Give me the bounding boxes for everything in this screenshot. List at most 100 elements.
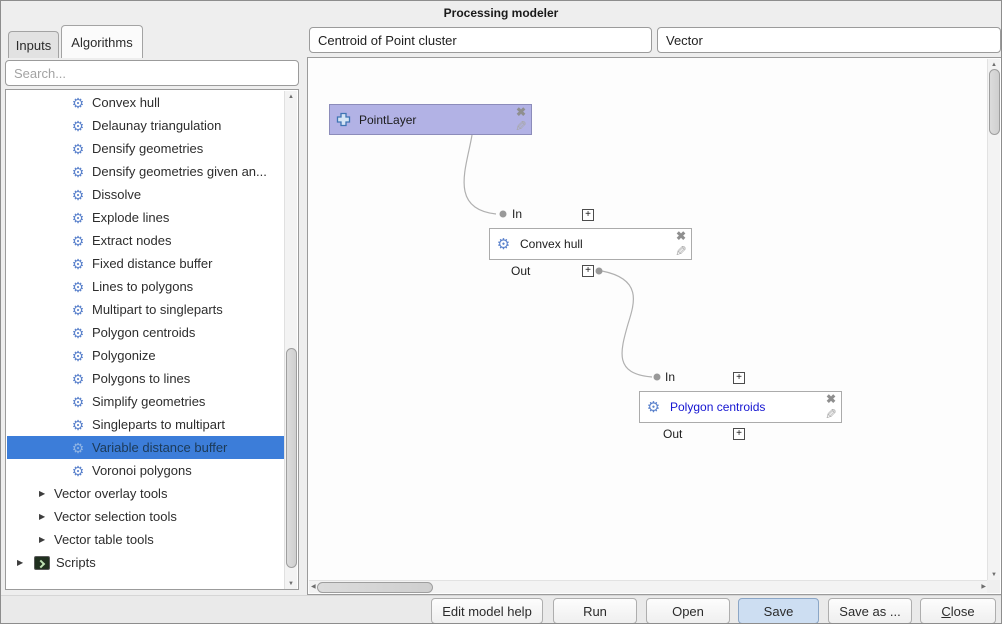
canvas-horizontal-scrollbar[interactable]: ◀ ▶ bbox=[309, 580, 988, 593]
dialog-button-bar: Edit model help Run Open Save Save as ..… bbox=[1, 595, 1001, 623]
canvas-vscroll-thumb[interactable] bbox=[989, 69, 1000, 135]
list-item[interactable]: ⚙Explode lines bbox=[7, 206, 288, 229]
list-item[interactable]: ⚙ Polygon centroids bbox=[7, 321, 288, 344]
scrollbar-corner bbox=[987, 580, 1000, 593]
scroll-up-icon[interactable]: ▲ bbox=[991, 62, 997, 68]
model-group-input[interactable] bbox=[657, 27, 1001, 53]
gear-icon: ⚙ bbox=[71, 255, 85, 272]
tree-group-vector-overlay-tools[interactable]: ▶ Vector overlay tools bbox=[7, 482, 288, 505]
list-item-label: Polygon centroids bbox=[92, 325, 196, 340]
save-button[interactable]: Save bbox=[738, 598, 819, 623]
edit-node-icon[interactable]: ✎ bbox=[675, 243, 687, 259]
list-item-label: Fixed distance buffer bbox=[92, 256, 213, 271]
list-scrollbar-thumb[interactable] bbox=[286, 348, 297, 568]
list-item-label: Polygonize bbox=[92, 348, 156, 363]
delete-node-icon[interactable]: ✖ bbox=[825, 392, 837, 406]
gear-icon: ⚙ bbox=[71, 347, 85, 364]
list-item-label: Dissolve bbox=[92, 187, 142, 202]
chevron-right-icon: ▶ bbox=[39, 512, 46, 521]
save-as-button[interactable]: Save as ... bbox=[828, 598, 912, 623]
edit-node-icon[interactable]: ✎ bbox=[515, 118, 527, 134]
model-canvas[interactable]: PointLayer ✖ ✎ In + ⚙ Convex hull ✖ ✎ Ou… bbox=[307, 57, 1001, 595]
scroll-down-icon[interactable]: ▼ bbox=[288, 581, 294, 587]
list-item[interactable]: ⚙ Extract nodes bbox=[7, 229, 288, 252]
search-input[interactable] bbox=[5, 60, 299, 86]
expand-in-ports-button[interactable]: + bbox=[733, 372, 745, 384]
in-port-dot bbox=[653, 373, 661, 381]
list-item[interactable]: ⚙ Delaunay triangulation bbox=[7, 114, 288, 137]
close-accel: C bbox=[941, 603, 951, 619]
port-label-in: In bbox=[512, 207, 523, 221]
list-item[interactable]: ⚙ Polygonize bbox=[7, 344, 288, 367]
tree-group-vector-table-tools[interactable]: ▶Vector table tools bbox=[7, 528, 288, 551]
tree-group-label: Vector selection tools bbox=[54, 509, 177, 524]
chevron-right-icon: ▶ bbox=[39, 489, 46, 498]
list-item-label: Convex hull bbox=[92, 95, 160, 110]
list-item[interactable]: ⚙Convex hull bbox=[7, 91, 288, 114]
node-label: Polygon centroids bbox=[670, 400, 766, 414]
list-item[interactable]: ⚙Lines to polygons bbox=[7, 275, 288, 298]
model-name-input[interactable] bbox=[309, 27, 652, 53]
gear-icon: ⚙ bbox=[71, 278, 85, 295]
node-pointlayer[interactable]: PointLayer ✖ ✎ bbox=[329, 104, 532, 135]
list-item[interactable]: ⚙ Densify geometries given an... bbox=[7, 160, 288, 183]
tree-group-scripts[interactable]: ▶Scripts bbox=[7, 551, 288, 574]
gear-icon: ⚙ bbox=[71, 186, 85, 203]
algorithm-list: ⚙Convex hull ⚙Delaunay triangulation ⚙De… bbox=[5, 89, 299, 590]
tab-inputs[interactable]: Inputs bbox=[8, 31, 59, 58]
expand-out-ports-button[interactable]: + bbox=[733, 428, 745, 440]
close-rest: lose bbox=[950, 603, 975, 619]
in-port-dot bbox=[499, 210, 507, 218]
scroll-up-icon[interactable]: ▲ bbox=[288, 94, 294, 100]
add-input-icon bbox=[336, 112, 351, 127]
tree-group-label: Scripts bbox=[56, 555, 96, 570]
node-convex-hull[interactable]: ⚙ Convex hull ✖ ✎ bbox=[489, 228, 692, 260]
list-item[interactable]: ⚙Densify geometries bbox=[7, 137, 288, 160]
canvas-hscroll-thumb[interactable] bbox=[317, 582, 433, 593]
scroll-right-icon[interactable]: ▶ bbox=[981, 584, 986, 590]
node-polygon-centroids[interactable]: ⚙ Polygon centroids ✖ ✎ bbox=[639, 391, 842, 423]
list-item-label: Voronoi polygons bbox=[92, 463, 192, 478]
run-button[interactable]: Run bbox=[553, 598, 637, 623]
scroll-left-icon[interactable]: ◀ bbox=[311, 584, 316, 590]
list-item-label: Polygons to lines bbox=[92, 371, 191, 386]
list-item[interactable]: ⚙Simplify geometries bbox=[7, 390, 288, 413]
list-item-label: Multipart to singleparts bbox=[92, 302, 223, 317]
gear-icon: ⚙ bbox=[71, 370, 85, 387]
list-item-label: Explode lines bbox=[92, 210, 170, 225]
list-item[interactable]: ⚙ Fixed distance buffer bbox=[7, 252, 288, 275]
gear-icon: ⚙ bbox=[71, 163, 85, 180]
gear-icon: ⚙ bbox=[71, 324, 85, 341]
list-item[interactable]: ⚙Multipart to singleparts bbox=[7, 298, 288, 321]
gear-icon: ⚙ bbox=[496, 235, 511, 253]
gear-icon: ⚙ bbox=[71, 232, 85, 249]
delete-node-icon[interactable]: ✖ bbox=[515, 105, 527, 119]
gear-icon: ⚙ bbox=[71, 117, 85, 134]
list-item-selected[interactable]: ⚙Variable distance buffer bbox=[7, 436, 292, 459]
canvas-vertical-scrollbar[interactable]: ▲ ▼ bbox=[987, 59, 1000, 581]
tree-group-vector-selection-tools[interactable]: ▶ Vector selection tools bbox=[7, 505, 288, 528]
list-item[interactable]: ⚙ Dissolve bbox=[7, 183, 288, 206]
gear-icon: ⚙ bbox=[71, 416, 85, 433]
list-item-label: Densify geometries given an... bbox=[92, 164, 267, 179]
scripts-icon bbox=[34, 555, 50, 570]
edit-model-help-button[interactable]: Edit model help bbox=[431, 598, 543, 623]
scroll-down-icon[interactable]: ▼ bbox=[991, 572, 997, 578]
delete-node-icon[interactable]: ✖ bbox=[675, 229, 687, 243]
open-button[interactable]: Open bbox=[646, 598, 730, 623]
list-item-label: Singleparts to multipart bbox=[92, 417, 225, 432]
gear-icon: ⚙ bbox=[646, 398, 661, 416]
tree-group-label: Vector overlay tools bbox=[54, 486, 168, 501]
tab-algorithms[interactable]: Algorithms bbox=[61, 25, 143, 58]
list-scrollbar[interactable]: ▲ ▼ bbox=[284, 91, 297, 589]
list-item[interactable]: ⚙ Singleparts to multipart bbox=[7, 413, 288, 436]
expand-out-ports-button[interactable]: + bbox=[582, 265, 594, 277]
expand-in-ports-button[interactable]: + bbox=[582, 209, 594, 221]
list-item-label: Delaunay triangulation bbox=[92, 118, 222, 133]
list-item-label: Extract nodes bbox=[92, 233, 172, 248]
edit-node-icon[interactable]: ✎ bbox=[825, 406, 837, 422]
out-port-dot bbox=[595, 267, 603, 275]
list-item[interactable]: ⚙ Polygons to lines bbox=[7, 367, 288, 390]
list-item[interactable]: ⚙Voronoi polygons bbox=[7, 459, 288, 482]
